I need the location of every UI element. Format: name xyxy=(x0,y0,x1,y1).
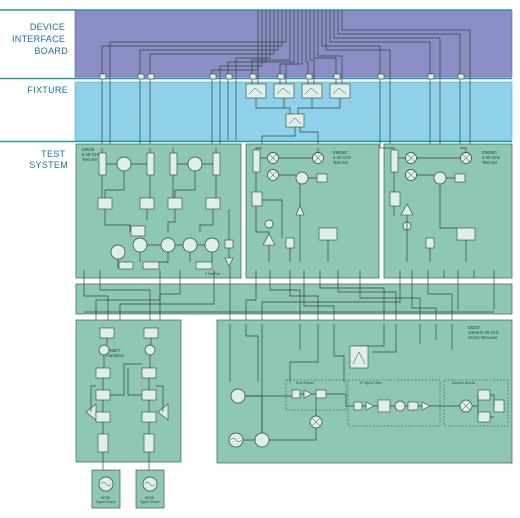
signal-source-right: 8673B Signal Source xyxy=(135,469,165,509)
dib-zone xyxy=(74,9,513,78)
svg-text:Rcvr Module: Rcvr Module xyxy=(296,381,314,385)
svg-text:Sampler Module: Sampler Module xyxy=(452,381,475,385)
source-left-label: 8673B Signal Source xyxy=(96,496,116,504)
fixture-pass-through-lines xyxy=(101,95,471,148)
test-set-top-lines xyxy=(101,147,467,153)
fixture-switches xyxy=(245,83,351,148)
test-set-c: E8650C 4-40 GHz Test Set xyxy=(383,143,513,279)
svg-text:IF Signal Chain: IF Signal Chain xyxy=(360,381,382,385)
signal-source-left: 8673B Signal Source xyxy=(91,469,121,509)
combiner-block: R6877 Combiner xyxy=(75,319,182,470)
test-set-a-label: E8545 6-18 GHz Test Set xyxy=(82,147,101,162)
test-set-b: E8650C 4-40 GHz Test Set xyxy=(245,143,380,279)
dib-connectors xyxy=(99,73,465,80)
dib-label: DEVICE INTERFACE BOARD xyxy=(12,22,68,56)
vna-label: E8267 100 kHz-26 GHz Vector Receiver xyxy=(468,325,500,340)
test-set-b-label: E8650C 4-40 GHz Test Set xyxy=(333,150,352,165)
interconnect-wiring xyxy=(83,278,495,324)
test-set-a: E8545 6-18 GHz Test Set xyxy=(75,143,242,279)
dib-signal-lines xyxy=(101,10,471,95)
fixture-label: FIXTURE xyxy=(27,85,68,95)
svg-text:2 Test Port: 2 Test Port xyxy=(205,272,220,276)
interconnect-bar xyxy=(75,283,513,315)
test-system-label: TEST SYSTEM xyxy=(29,149,68,170)
vector-receiver-block: E8267 100 kHz-26 GHz Vector Receiver Rcv… xyxy=(216,319,513,464)
source-right-label: 8673B Signal Source xyxy=(140,496,160,504)
combiner-label: R6877 Combiner xyxy=(106,348,125,358)
test-set-c-label: E8650C 4-40 GHz Test Set xyxy=(482,150,501,165)
